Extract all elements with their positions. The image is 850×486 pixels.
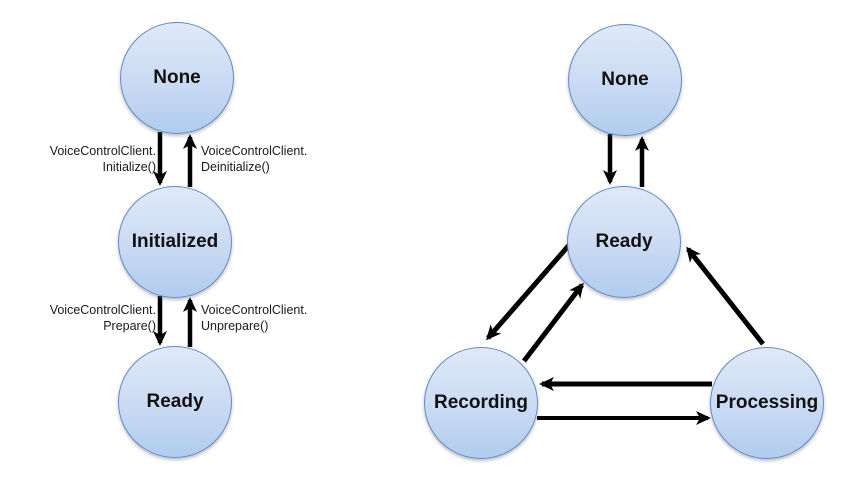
transition-label-prepare: VoiceControlClient. Prepare() [19,302,156,334]
transition-label-deinitialize: VoiceControlClient. Deinitialize() [201,143,307,175]
state-node-none-right: None [568,24,682,136]
transition-label-line2: Initialize() [102,160,157,174]
state-node-label: Initialized [131,231,219,252]
state-node-initialized: Initialized [118,186,232,298]
transition-label-initialize: VoiceControlClient. Initialize() [19,143,156,175]
state-node-recording: Recording [424,347,538,459]
state-node-label: Ready [146,391,204,412]
transition-label-line2: Deinitialize() [201,160,270,174]
edge-processing-to-ready-arrow [686,246,765,346]
transition-label-line2: Unprepare() [201,319,269,333]
edge-ready-to-recording-arrow [486,242,572,341]
transition-label-line1: VoiceControlClient. [201,303,308,317]
state-node-ready-right: Ready [567,186,681,298]
transition-label-line1: VoiceControlClient. [201,144,308,158]
state-node-label: Processing [715,392,819,413]
state-node-label: Ready [595,231,653,252]
transition-label-line1: VoiceControlClient. [49,144,156,158]
edge-recording-to-ready-arrow [522,282,584,363]
state-node-label: None [601,69,649,90]
transition-label-line1: VoiceControlClient. [49,303,156,317]
state-node-label: None [153,67,201,88]
state-node-label: Recording [434,392,528,413]
transition-label-line2: Prepare() [103,319,156,333]
state-node-ready-left: Ready [118,346,232,458]
state-node-processing: Processing [710,347,824,459]
transition-label-unprepare: VoiceControlClient. Unprepare() [201,302,307,334]
state-node-none-left: None [120,22,234,134]
